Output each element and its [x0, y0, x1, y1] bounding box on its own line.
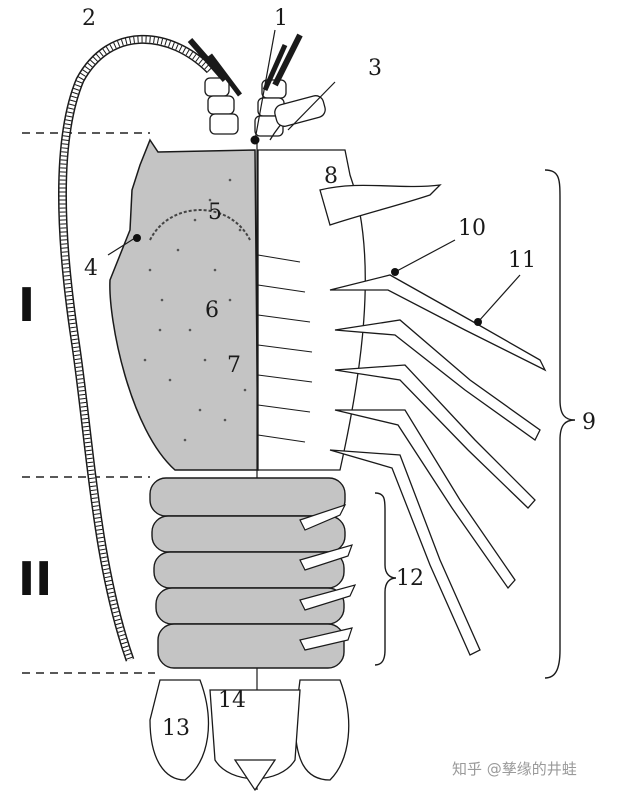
callout-1: 1: [274, 6, 288, 31]
section-label-II: II: [18, 552, 53, 606]
tail-fan: [149, 679, 350, 792]
callout-4: 4: [84, 256, 98, 281]
abdomen-segments: [149, 477, 346, 669]
thorax-sternites: [257, 254, 313, 443]
callout-2: 2: [82, 6, 96, 31]
brace-12: [374, 492, 397, 666]
brace-9: [544, 169, 576, 679]
callout-dots: [133, 135, 482, 326]
callout-8: 8: [324, 164, 338, 189]
region-separators: [22, 132, 155, 674]
carapace-stipple: [143, 178, 247, 442]
callout-13: 13: [162, 716, 190, 741]
walking-legs: [319, 184, 547, 656]
callout-6: 6: [205, 298, 219, 323]
cervical-groove: [149, 209, 251, 241]
callout-3: 3: [368, 56, 382, 81]
section-label-I: I: [18, 278, 36, 332]
watermark: 知乎 @孳缘的井蛙: [452, 760, 577, 778]
carapace: [109, 138, 259, 471]
abdomen-segment: [149, 477, 346, 517]
antenna-long: [58, 34, 214, 662]
abdomen-segment: [157, 623, 345, 669]
callout-14: 14: [218, 688, 246, 713]
antennule-segments: [187, 33, 326, 141]
pleopods: [299, 503, 357, 651]
callout-10: 10: [458, 216, 486, 241]
callout-12: 12: [396, 566, 424, 591]
callout-5: 5: [208, 200, 222, 225]
callout-7: 7: [227, 353, 241, 378]
callout-leaders: [107, 29, 521, 323]
callout-11: 11: [508, 248, 536, 273]
callout-9: 9: [582, 410, 596, 435]
